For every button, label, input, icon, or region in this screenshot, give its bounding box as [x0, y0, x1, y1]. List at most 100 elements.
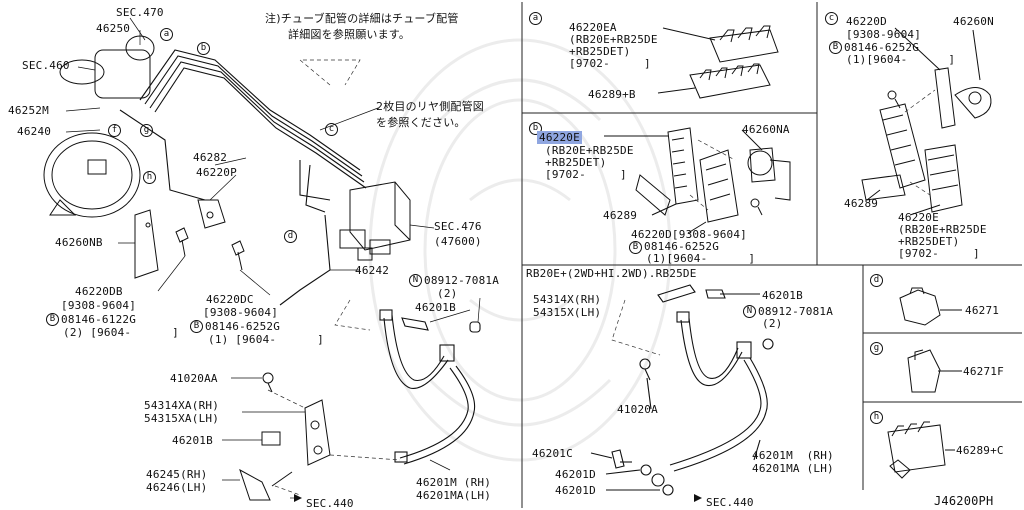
- panel-c-variant-2: +RB25DET): [898, 235, 960, 248]
- label-46201b: 46201B: [415, 301, 456, 314]
- panel-b-range: [9702- ]: [545, 168, 627, 181]
- nut-marker-n-1: N: [409, 274, 422, 287]
- panel-a-variant-2: +RB25DET): [569, 45, 631, 58]
- rb20e-art: [590, 284, 774, 496]
- view-marker-c: c: [325, 123, 338, 136]
- panel-c-bolt-qty: (1)[9604- ]: [846, 53, 956, 66]
- rb20e-nut-qty: (2): [762, 317, 783, 330]
- panel-c-range2: [9702- ]: [898, 247, 980, 260]
- panel-b-bolt-marker: B: [629, 241, 642, 254]
- dashed-leaders-left: [267, 59, 401, 496]
- front-hoses: [379, 309, 481, 465]
- bolt-marker-b-1: B: [46, 313, 59, 326]
- label-46220db: 46220DB: [75, 285, 123, 298]
- view-marker-g: g: [140, 124, 153, 137]
- panel-a-part: 46220EA: [569, 21, 617, 34]
- rb20e-heading: RB20E+(2WD+HI.2WD).RB25DE: [526, 267, 697, 280]
- panel-b-46289: 46289: [603, 209, 638, 222]
- leader-lines-left: [65, 17, 481, 499]
- panel-b-bolt: 08146-6252G: [644, 240, 720, 253]
- panel-b-variant-1: (RB20E+RB25DE: [545, 144, 634, 157]
- panel-h-marker: h: [870, 411, 883, 424]
- label-46201m: 46201M (RH): [416, 476, 492, 489]
- view-marker-a: a: [160, 28, 173, 41]
- label-46220db-range: [9308-9604]: [61, 299, 137, 312]
- label-46250: 46250: [96, 22, 131, 35]
- panel-g-part: 46271F: [963, 365, 1004, 378]
- rb20e-dashed: [611, 299, 661, 356]
- view-marker-h: h: [143, 171, 156, 184]
- panel-c-bolt-marker: B: [829, 41, 842, 54]
- rb20e-46201m: 46201M (RH): [752, 449, 834, 462]
- panel-h-art: [887, 421, 955, 479]
- label-sec470: SEC.470: [116, 6, 164, 19]
- panel-c-46220d: 46220D: [846, 15, 887, 28]
- panel-c-marker: c: [825, 12, 838, 25]
- label-46201ma: 46201MA(LH): [416, 489, 492, 502]
- label-46220p: 46220P: [196, 166, 237, 179]
- label-54314xa: 54314XA(RH): [144, 399, 220, 412]
- panel-b-art: [604, 127, 791, 234]
- label-46252m: 46252M: [8, 104, 49, 117]
- panel-c-bolt: 08146-6252G: [844, 41, 920, 54]
- panel-c-art: [861, 27, 992, 216]
- label-08146-6122g: 08146-6122G: [61, 313, 137, 326]
- rb20e-nut: 08912-7081A: [758, 305, 834, 318]
- panel-g-marker: g: [870, 342, 883, 355]
- rb20e-41020a: 41020A: [617, 403, 658, 416]
- bolt-marker-b-2: B: [190, 320, 203, 333]
- label-46245: 46245(RH): [146, 468, 208, 481]
- label-41020aa: 41020AA: [170, 372, 218, 385]
- label-08146-6252g-qty: (1) [9604- ]: [208, 333, 324, 346]
- panel-b-dashed: [689, 139, 736, 211]
- brake-booster-art: [43, 35, 155, 218]
- arrow-sec440-right: [694, 494, 702, 502]
- rb20e-54315x: 54315X(LH): [533, 306, 602, 319]
- note-tube-detail-line1: 注)チューブ配管の詳細はチューブ配管: [265, 12, 459, 25]
- label-08912-7081a: 08912-7081A: [424, 274, 500, 287]
- rb20e-46201ma: 46201MA (LH): [752, 462, 834, 475]
- panel-a-art: [657, 25, 779, 99]
- arrow-sec440-left: [294, 494, 302, 502]
- note-tube-detail-line2: 詳細図を参照願います。: [288, 28, 411, 41]
- panel-b-46260na: 46260NA: [742, 123, 790, 136]
- panel-b-marker: b: [529, 122, 542, 135]
- rb20e-46201d-1: 46201D: [555, 468, 596, 481]
- panel-a-marker: a: [529, 12, 542, 25]
- label-54315xa: 54315XA(LH): [144, 412, 220, 425]
- label-sec460: SEC.460: [22, 59, 70, 72]
- panel-h-part: 46289+C: [956, 444, 1004, 457]
- panel-b-bolt-qty: (1)[9604- ]: [646, 252, 756, 265]
- panel-b-part-highlight: 46220E: [537, 131, 582, 144]
- label-sec476-sub: (47600): [434, 235, 482, 248]
- label-08146-6122g-qty: (2) [9604- ]: [63, 326, 179, 339]
- panel-g-art: [907, 349, 962, 393]
- rb20e-nut-marker: N: [743, 305, 756, 318]
- view-marker-d: d: [284, 230, 297, 243]
- label-46201b-2: 46201B: [172, 434, 213, 447]
- panel-c-variant-1: (RB20E+RB25DE: [898, 223, 987, 236]
- label-46240: 46240: [17, 125, 52, 138]
- note-rear-ref-line1: 2枚目のリヤ側配管図: [376, 100, 484, 113]
- panel-d-art: [899, 287, 962, 326]
- brake-tubes: [119, 49, 367, 306]
- brackets-left: [134, 199, 245, 279]
- panel-c-46260n: 46260N: [953, 15, 994, 28]
- rb20e-46201c: 46201C: [532, 447, 573, 460]
- panel-c-dashed: [904, 89, 936, 196]
- label-46246: 46246(LH): [146, 481, 208, 494]
- label-46220dc: 46220DC: [206, 293, 254, 306]
- panel-b-part: 46220E: [537, 131, 582, 144]
- label-46220dc-range: [9308-9604]: [203, 306, 279, 319]
- panel-b-variant-2: +RB25DET): [545, 156, 607, 169]
- panel-a-variant-1: (RB20E+RB25DE: [569, 33, 658, 46]
- label-46242: 46242: [355, 264, 390, 277]
- diagram-code: J46200PH: [934, 494, 994, 508]
- panel-b-46220d: 46220D[9308-9604]: [631, 228, 747, 241]
- panel-c-46220e: 46220E: [898, 211, 939, 224]
- note-rear-ref-line2: を参照ください。: [376, 116, 466, 129]
- panel-d-marker: d: [870, 274, 883, 287]
- label-sec476: SEC.476: [434, 220, 482, 233]
